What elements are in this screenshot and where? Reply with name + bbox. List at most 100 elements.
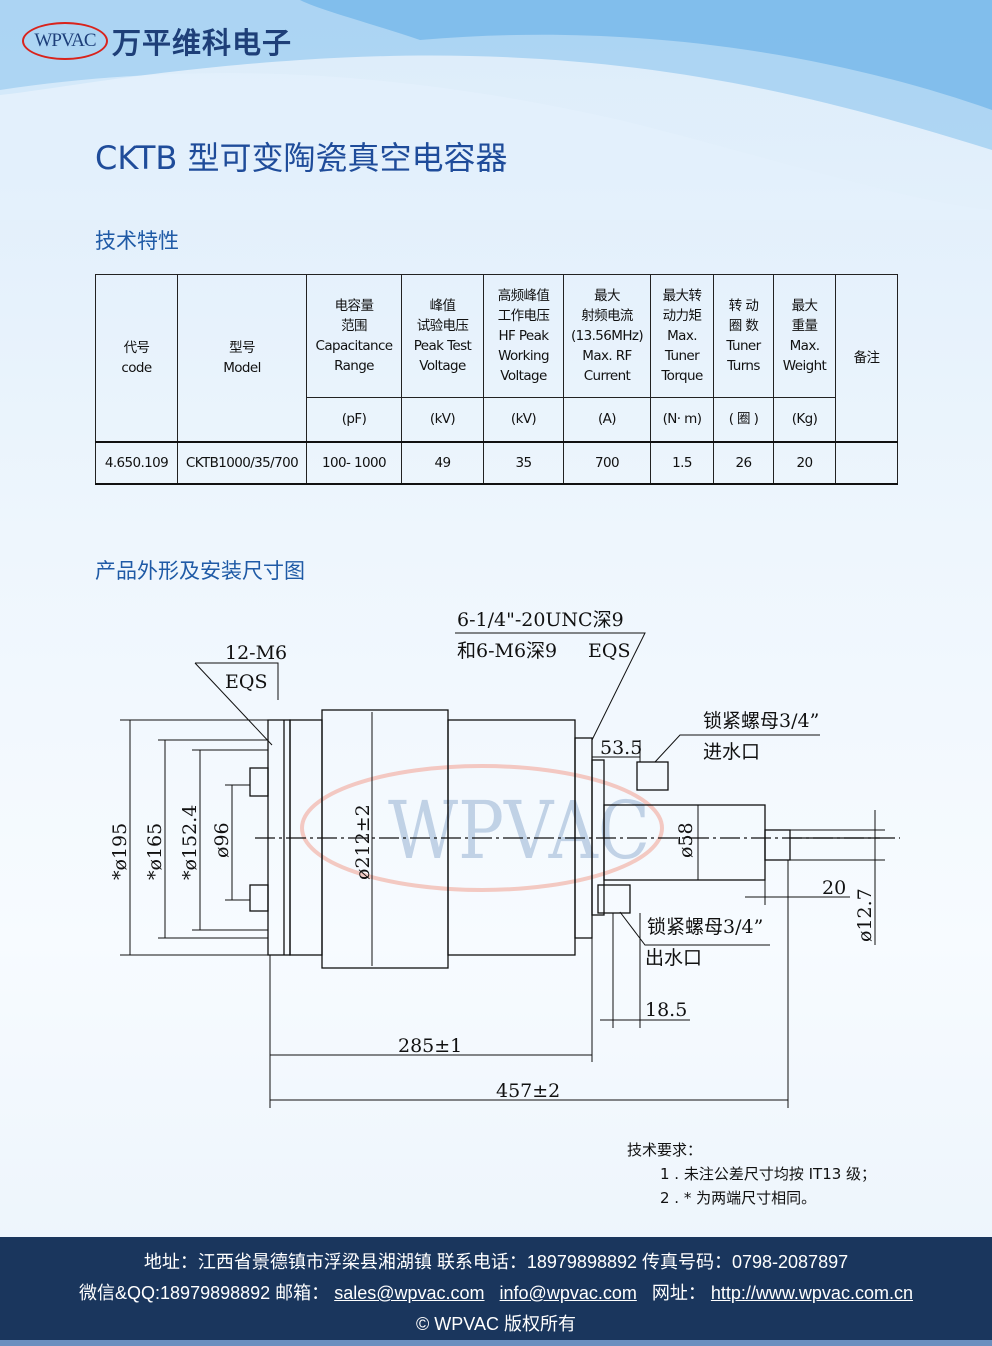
footer-site-label: 网址：: [651, 1283, 706, 1303]
header-line: HF Peak: [498, 328, 549, 344]
cell-remarks: [835, 441, 898, 484]
header-line: Voltage: [500, 368, 547, 384]
label-outlet: 出水口: [645, 947, 702, 969]
header-line: 重量: [791, 318, 818, 334]
header-line: Max. RF: [582, 348, 632, 364]
label-12-m6: 12-M6: [225, 642, 287, 664]
cell-rf-current: 700: [563, 441, 651, 484]
header-line: 射频电流: [581, 308, 633, 324]
footer-wechat: 微信&QQ:18979898892 邮箱：: [79, 1283, 330, 1303]
header-line: 最大转: [662, 288, 702, 304]
notes-title: 技术要求：: [627, 1141, 703, 1159]
header-line: 代号: [123, 339, 150, 356]
header-line: Current: [583, 368, 631, 384]
footer-address: 地址：江西省景德镇市浮梁县湘湖镇 联系电话：18979898892 传真号码：0…: [143, 1252, 849, 1272]
table-row: 4.650.109 CKTB1000/35/700 100- 1000 49 3…: [95, 441, 898, 484]
footer: 地址：江西省景德镇市浮梁县湘湖镇 联系电话：18979898892 传真号码：0…: [0, 1237, 992, 1346]
header-remarks: 备注: [835, 274, 898, 442]
cell-model: CKTB1000/35/700: [177, 441, 307, 484]
cell-code: 4.650.109: [95, 441, 178, 484]
cell-tuner-turns: 26: [713, 441, 774, 484]
capacitor-outline: [249, 709, 900, 969]
label-eqs: EQS: [588, 640, 630, 662]
header-line: 工作电压: [497, 308, 550, 324]
cell-peak-test-voltage: 49: [401, 441, 484, 484]
header-line: Tuner: [726, 338, 761, 354]
header-line: 范围: [341, 318, 367, 334]
header-line: 峰值: [429, 298, 456, 314]
unit-cell: ( 圈 ): [713, 397, 774, 442]
header-line: 最大: [594, 288, 620, 304]
dim-d165: *ø165: [144, 823, 166, 880]
header-rf-current: 最大射频电流 (13.56MHz) Max. RF Current: [563, 274, 651, 398]
unit-cell: (A): [563, 397, 651, 442]
label-inlet: 进水口: [703, 741, 760, 763]
dim-d212: ø212±2: [352, 804, 374, 880]
dim-d12-7: ø12.7: [854, 888, 876, 942]
header-weight: 最大重量 Max. Weight: [773, 274, 836, 398]
technical-notes: 技术要求： 1 . 未注公差尺寸均按 IT13 级； 2 . * 为两端尺寸相同…: [627, 1138, 876, 1210]
header-line: 动力矩: [662, 308, 702, 324]
dim-d152: *ø152.4: [179, 805, 201, 880]
note-item: 2 . * 为两端尺寸相同。: [660, 1189, 817, 1207]
header-line: 最大: [791, 298, 818, 314]
dim-d96: ø96: [211, 822, 233, 858]
header-line: 备注: [853, 349, 880, 366]
cell-hf-peak-voltage: 35: [483, 441, 564, 484]
section-heading-drawing: 产品外形及安装尺寸图: [95, 559, 305, 583]
header-line: Weight: [782, 358, 827, 374]
cell-tuner-torque: 1.5: [650, 441, 714, 484]
cell-weight: 20: [773, 441, 836, 484]
header-line: 试验电压: [416, 318, 469, 334]
footer-contacts: 微信&QQ:18979898892 邮箱： sales@wpvac.com in…: [0, 1278, 992, 1309]
header-line: Range: [334, 358, 374, 374]
header-line: 转 动: [728, 298, 759, 314]
logo-mark: WPVAC: [22, 22, 108, 60]
header-line: Capacitance: [315, 338, 394, 354]
label-eqs-left: EQS: [225, 671, 267, 693]
email-info-link[interactable]: info@wpvac.com: [499, 1283, 637, 1303]
header-line: Max.: [667, 328, 697, 344]
header-line: 电容量: [334, 298, 374, 314]
email-sales-link[interactable]: sales@wpvac.com: [334, 1283, 485, 1303]
label-lock-nut-outlet: 锁紧螺母3/4”: [647, 916, 763, 938]
dim-d195: *ø195: [109, 823, 131, 880]
note-item: 1 . 未注公差尺寸均按 IT13 级；: [660, 1165, 877, 1183]
unit-cell: (kV): [401, 397, 484, 442]
header-line: 圈 数: [728, 318, 759, 334]
header-wave-background: [0, 0, 992, 220]
header-line: Turns: [727, 358, 760, 374]
label-thread: 6-1/4"-20UNC深9: [457, 609, 624, 631]
header-line: Torque: [661, 368, 703, 384]
dim-20: 20: [822, 877, 846, 899]
company-logo: WPVAC 万平维科电子: [22, 20, 292, 62]
cell-capacitance: 100- 1000: [306, 441, 402, 484]
unit-cell: (Kg): [773, 397, 836, 442]
header-line: (13.56MHz): [570, 328, 644, 344]
header-line: 高频峰值: [497, 288, 550, 304]
label-thread-m6: 和6-M6深9: [457, 640, 557, 662]
watermark: WPVAC: [300, 764, 664, 892]
header-line: 型号: [229, 339, 255, 356]
unit-cell: (pF): [306, 397, 402, 442]
dim-d58: ø58: [675, 822, 697, 858]
header-line: Peak Test: [413, 338, 472, 354]
header-line: Model: [223, 359, 261, 376]
header-model: 型号 Model: [177, 274, 307, 442]
logo-company-name: 万平维科电子: [112, 26, 293, 60]
header-line: Max.: [789, 338, 820, 354]
unit-cell: (kV): [483, 397, 564, 442]
website-link[interactable]: http://www.wpvac.com.cn: [710, 1283, 913, 1303]
dim-18-5: 18.5: [645, 999, 687, 1021]
footer-strip: [0, 1340, 992, 1346]
dimension-lines: [120, 632, 885, 1108]
section-heading-specs: 技术特性: [95, 229, 179, 253]
